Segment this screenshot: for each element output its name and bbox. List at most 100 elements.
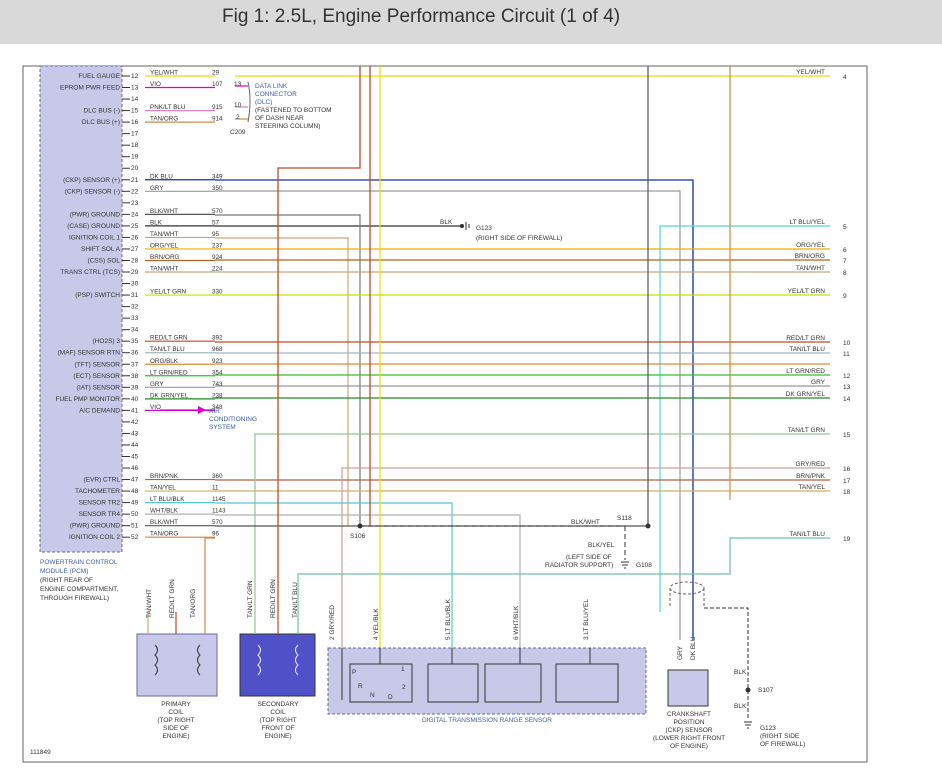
pcm-wire-color: GRY [150,381,164,388]
primary-coil [136,612,218,697]
output-wire-color: TAN/LT BLU [789,531,825,538]
dtr-pos-2: 2 [402,684,406,691]
output-connector-number: 18 [843,489,851,496]
pcm-wire-circuit: 924 [212,254,223,261]
pcm-pin-function: IGNITION COIL 1 [69,234,120,241]
output-wire-color: DK GRN/YEL [786,391,826,398]
pcm-wire-circuit: 968 [212,346,223,353]
secondary-coil-4: ENGINE) [264,733,291,740]
figure-id: 111849 [30,749,51,756]
pcm-wire-circuit: 237 [212,242,223,249]
pcm-pin-number: 15 [131,108,139,115]
s106-label: S106 [350,533,366,540]
pcm-wire-color: VIO [150,404,161,411]
pcm-pin-number: 18 [131,142,139,149]
output-connector-number: 5 [843,224,847,231]
pcm-pin-number: 20 [131,165,139,172]
pcm-pin-number: 31 [131,292,139,299]
pcm-wire-circuit: 392 [212,335,223,342]
pcm-pin-function: SHIFT SOL A [81,246,121,253]
primary-coil-4: ENGINE) [162,733,189,740]
dtr-sensor [327,647,647,715]
dtr-label: DIGITAL TRANSMISSION RANGE SENSOR [422,717,552,724]
pcm-wire-color: TAN/ORG [150,116,178,123]
pcm-wire-circuit: 743 [212,381,223,388]
pcm-pin-function: TRANS CTRL (TCS) [60,269,120,276]
pcm-pin-number: 22 [131,188,139,195]
primary-coil-1: COIL [168,709,184,716]
output-connector-number: 11 [843,351,850,358]
dtr-wire-0: 2 GRY/RED [329,605,336,640]
dtr-wire-2: 5 LT BLU/BLK [445,598,452,640]
pcm-wire-circuit: 354 [212,369,223,376]
g108-loc-1: RADIATOR SUPPORT) [545,562,613,569]
output-connector-number: 12 [843,373,851,380]
pcm-pin-function: (CKP) SENSOR (+) [63,177,120,184]
dlc-label-2: (DLC) [255,99,272,106]
pcm-pin-number: 13 [131,85,139,92]
pcm-pin-function: (TFT) SENSOR [75,361,121,368]
pcm-wire-circuit: 11 [212,485,219,492]
pcm-pin-number: 35 [131,338,139,345]
pcm-wire-color: TAN/YEL [150,485,176,492]
pcm-pin-number: 49 [131,500,139,507]
output-wire-color: BRN/ORG [795,253,825,260]
pcm-pin-function: (CKP) SENSOR (-) [65,188,120,195]
pcm-pin-function: DLC BUS (-) [84,108,120,115]
g123-bottom-loc-0: (RIGHT SIDE [760,733,800,740]
pcm-pin-number: 37 [131,361,139,368]
dtr-wire-4: 3 LT BLU/YEL [583,599,590,640]
primary-wire-1: RED/LT GRN [169,579,176,618]
dtr-pos-p: P [352,669,356,676]
pcm-pin-number: 46 [131,465,139,472]
ckp-wire-1: DK BLU [690,636,697,660]
pcm-wire-color: YEL/LT GRN [150,289,187,296]
pcm-pin-number: 50 [131,511,139,518]
pcm-wire-color: DK BLU [150,173,173,180]
pcm-wire-color: TAN/ORG [150,531,178,538]
ckp-sensor [667,581,752,729]
pcm-label-line: ENGINE COMPARTMENT, [40,586,118,593]
secondary-coil-2: (TOP RIGHT [259,717,296,724]
pcm-pin-number: 48 [131,488,139,495]
pcm-pin-number: 19 [131,154,139,161]
output-wire-color: LT GRN/RED [786,368,825,375]
dlc-label-5: STEERING COLUMN) [255,123,320,130]
g108-label: G108 [636,562,652,569]
pcm-wire-circuit: 360 [212,473,223,480]
ckp-label-3: (LOWER RIGHT FRONT [653,735,725,742]
g108-loc-0: (LEFT SIDE OF [566,554,612,561]
pcm-pin-number: 27 [131,246,139,253]
g108-ground [621,561,629,569]
primary-wire-0: TAN/WHT [146,589,153,618]
output-connector-number: 13 [843,384,851,391]
pcm-pin-number: 12 [131,73,139,80]
output-wire-color: RED/LT GRN [786,335,825,342]
pcm-wire-color: LT GRN/RED [150,369,188,376]
secondary-wire-1: RED/LT GRN [270,579,277,618]
g123-bottom-splice: S107 [758,687,774,694]
pcm-wire-color: RED/LT GRN [150,335,188,342]
dtr-pos-1: 1 [401,666,405,673]
pcm-wire-color: BLK/WHT [150,208,178,215]
pcm-pin-function: IGNITION COIL 2 [69,534,120,541]
pcm-box [39,65,123,553]
pcm-pin-number: 52 [131,534,139,541]
pcm-pin-number: 14 [131,96,139,103]
output-wire-color: BRN/PNK [796,473,826,480]
pcm-wire-color: BLK/WHT [150,519,178,526]
output-connector-number: 4 [843,74,847,81]
pcm-pin-number: 24 [131,211,139,218]
pcm-pin-number: 32 [131,304,139,311]
pcm-wire-color: YEL/WHT [150,70,178,77]
pcm-wire-color: BLK [150,219,163,226]
output-connector-number: 14 [843,396,851,403]
primary-wire-2: TAN/ORG [190,589,197,618]
pcm-pin-function: SENSOR TR4 [79,511,121,518]
secondary-wire-2: TAN/LT BLU [292,582,299,618]
dtr-wire-3: 6 WHT/BLK [513,605,520,640]
g123-bottom-wire1: BLK [734,669,747,676]
pcm-pin-number: 28 [131,257,139,264]
pcm-pin-function: (IAT) SENSOR [77,384,121,391]
